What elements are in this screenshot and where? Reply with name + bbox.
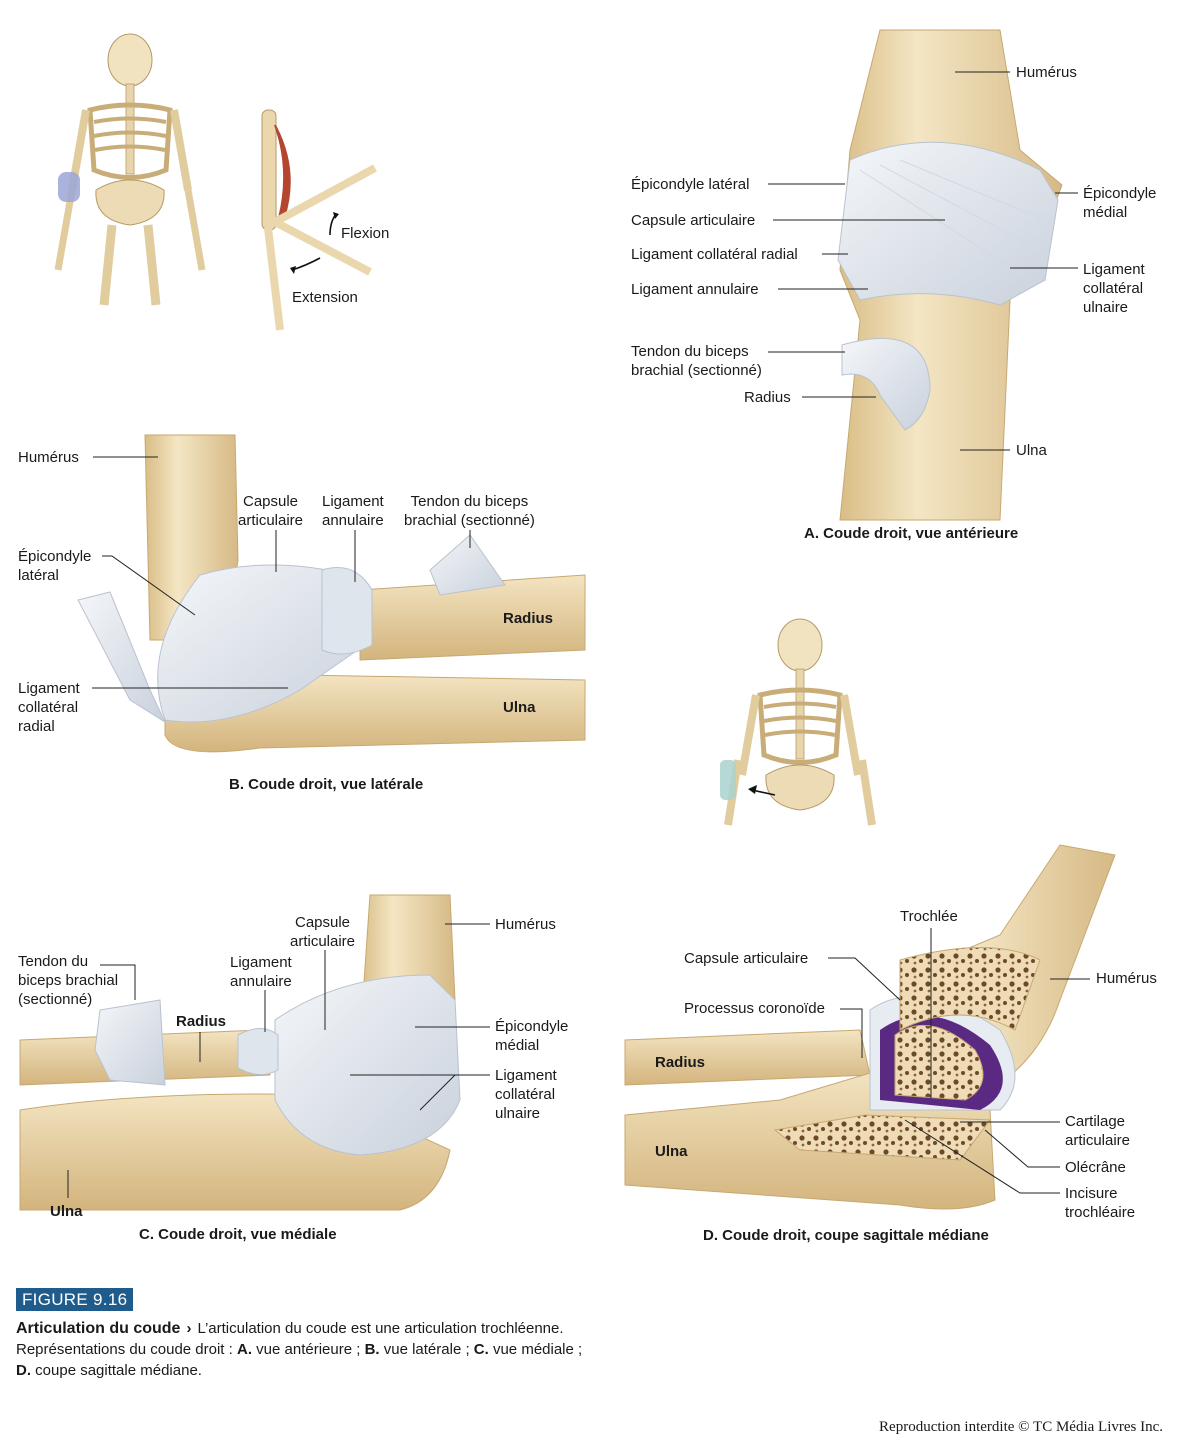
skeleton-overview (54, 34, 206, 306)
label-a-humerus: Humérus (1016, 64, 1077, 81)
panel-d-leaders (828, 928, 1090, 1194)
label-a-epicondyle-lateral: Épicondyle latéral (631, 176, 750, 193)
caption-a: A. Coude droit, vue antérieure (804, 525, 1019, 542)
label-c-lig-annulaire: Ligament annulaire (230, 954, 292, 990)
label-d-ulna: Ulna (655, 1143, 688, 1160)
label-b-humerus: Humérus (18, 449, 79, 466)
label-a-epicondyle-medial: Épicondyle médial (1083, 185, 1157, 221)
label-a-radius: Radius (744, 389, 791, 406)
panel-c-leaders (67, 923, 490, 1198)
figure-caption: Articulation du coude › L’articulation du … (16, 1318, 916, 1381)
label-d-coronoide: Processus coronoïde (684, 1000, 825, 1017)
label-c-tendon: Tendon du biceps brachial (sectionné) (18, 953, 119, 1008)
panel-b-illustration (77, 434, 586, 753)
label-b-ulna: Ulna (503, 699, 536, 716)
item-a-key: A. (236, 1341, 252, 1358)
flexion-extension-arm (261, 109, 377, 331)
label-b-tendon: Tendon du biceps brachial (sectionné) (404, 493, 535, 529)
label-b-radius: Radius (503, 610, 554, 627)
item-d-key: D. (16, 1362, 31, 1379)
label-flexion: Flexion (341, 225, 390, 242)
figure-text1: L’articulation du coude est une articula… (197, 1320, 564, 1337)
item-a-text: vue antérieure ; (256, 1341, 361, 1358)
label-b-lig-annulaire: Ligament annulaire (322, 493, 384, 529)
label-c-capsule: Capsule articulaire (290, 914, 356, 950)
copyright-notice: Reproduction interdite © TC Média Livres… (879, 1419, 1163, 1435)
label-a-lig-ulnaire: Ligament collatéral ulnaire (1083, 261, 1145, 316)
label-c-radius: Radius (176, 1013, 227, 1030)
item-c-key: C. (473, 1341, 489, 1358)
figure-badge: FIGURE 9.16 (16, 1288, 134, 1311)
label-c-ulna: Ulna (50, 1203, 83, 1220)
label-extension: Extension (292, 289, 358, 306)
item-d-text: coupe sagittale médiane. (35, 1362, 202, 1379)
label-c-lig-ulnaire: Ligament collatéral ulnaire (495, 1067, 557, 1122)
label-d-olecrane: Olécrâne (1065, 1159, 1126, 1176)
figure-text2: Représentations du coude droit : (16, 1341, 233, 1358)
caption-b: B. Coude droit, vue latérale (229, 776, 424, 793)
label-d-incisure: Incisure trochléaire (1065, 1185, 1136, 1221)
label-b-epicondyle: Épicondyle latéral (18, 548, 92, 584)
label-a-capsule: Capsule articulaire (631, 212, 756, 229)
caption-c: C. Coude droit, vue médiale (139, 1226, 337, 1243)
item-c-text: vue médiale ; (492, 1341, 583, 1358)
panel-c-illustration (19, 894, 461, 1211)
panel-a-illustration (837, 29, 1063, 521)
label-b-lig-radial: Ligament collatéral radial (18, 680, 80, 735)
label-c-epicondyle: Épicondyle médial (495, 1018, 569, 1054)
figure-title: Articulation du coude (16, 1320, 181, 1337)
label-a-lig-radial: Ligament collatéral radial (631, 246, 798, 263)
label-d-trochlee: Trochlée (900, 908, 958, 925)
label-d-cartilage: Cartilage articulaire (1065, 1113, 1131, 1149)
label-d-radius: Radius (655, 1054, 706, 1071)
panel-d-illustration (624, 844, 1116, 1210)
label-a-lig-annulaire: Ligament annulaire (631, 281, 759, 298)
label-d-capsule: Capsule articulaire (684, 950, 809, 967)
label-b-capsule: Capsule articulaire (238, 493, 304, 529)
label-c-humerus: Humérus (495, 916, 556, 933)
panel-b-leaders (92, 456, 471, 689)
label-a-ulna: Ulna (1016, 442, 1047, 459)
skeleton-reference (720, 619, 876, 826)
elbow-highlight (58, 172, 80, 202)
caption-d: D. Coude droit, coupe sagittale médiane (703, 1227, 989, 1244)
label-d-humerus: Humérus (1096, 970, 1157, 987)
item-b-text: vue latérale ; (383, 1341, 470, 1358)
label-a-tendon: Tendon du biceps brachial (sectionné) (631, 343, 762, 379)
panel-a-leaders (768, 71, 1078, 451)
item-b-key: B. (364, 1341, 380, 1358)
caption-arrow-icon: › (186, 1320, 192, 1337)
